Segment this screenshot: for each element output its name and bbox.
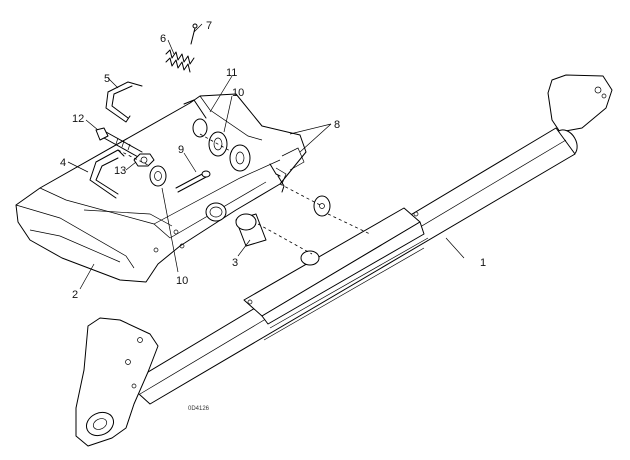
bushing-part [183, 99, 208, 138]
callout-5: 5 [104, 73, 110, 85]
sleeve-bushing-part [235, 213, 320, 266]
callout-leaders [67, 23, 465, 290]
callout-1: 1 [480, 257, 486, 269]
callout-3: 3 [232, 257, 238, 269]
bracket-housing-part [15, 93, 307, 283]
arm-tube-part [75, 74, 613, 447]
callout-13: 13 [114, 165, 126, 177]
callout-9: 9 [178, 144, 184, 156]
u-bolt-part [105, 81, 143, 123]
cotter-pin-part [175, 170, 211, 193]
callout-11: 11 [226, 67, 237, 79]
pin-part [190, 23, 198, 45]
callout-4: 4 [60, 157, 66, 169]
spring-part [165, 49, 195, 73]
callout-10-upper: 10 [232, 87, 244, 99]
callout-6: 6 [160, 33, 166, 45]
drawing-code: 0D4126 [188, 406, 210, 412]
callout-10-lower: 10 [176, 275, 188, 287]
bolt-part [95, 127, 143, 159]
callout-8: 8 [334, 119, 340, 131]
callout-labels: 1 2 3 4 5 6 7 8 9 10 10 11 12 13 0D4126 [60, 20, 486, 412]
flat-washer-part [269, 163, 331, 217]
nut-part [133, 153, 155, 167]
callout-7: 7 [206, 20, 212, 32]
washer-part-lower [149, 165, 167, 187]
callout-12: 12 [72, 113, 84, 125]
u-bolt-part-4 [89, 149, 125, 199]
callout-2: 2 [72, 289, 78, 301]
